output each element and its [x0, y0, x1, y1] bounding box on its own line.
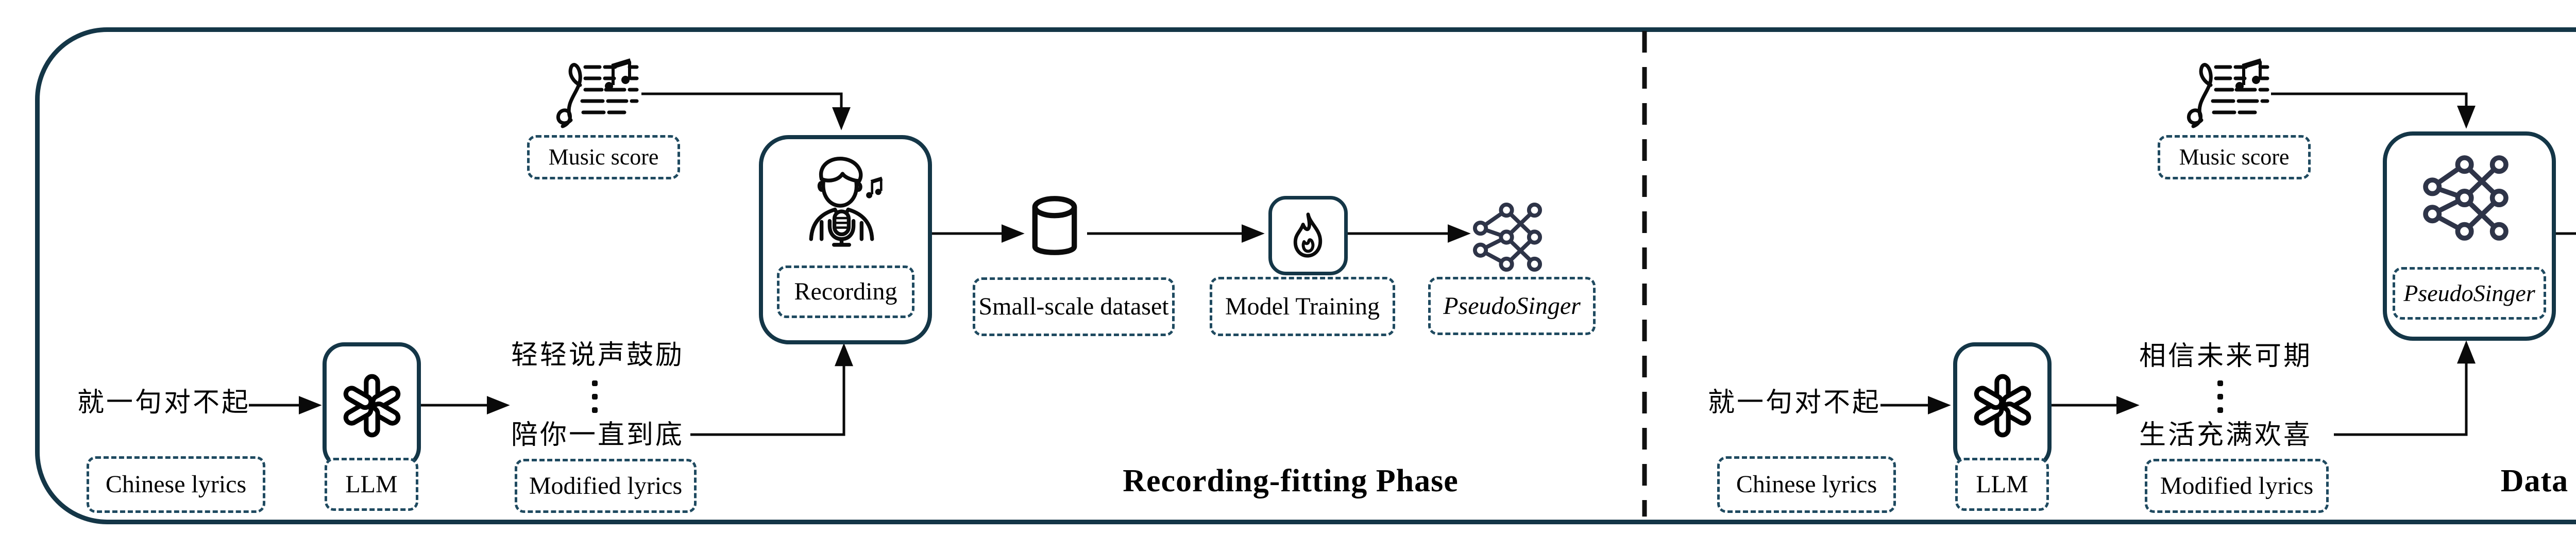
diagram-outer-frame — [35, 27, 2576, 524]
openai-knot-icon — [1966, 369, 2039, 442]
recording-label: Recording — [777, 265, 914, 318]
right-modified-lyrics-line1: 相信未来可期 — [2139, 342, 2312, 371]
right-modified-lyrics-line2: 生活充满欢喜 — [2139, 421, 2312, 450]
left-pseudosinger-label: PseudoSinger — [1428, 277, 1596, 335]
left-modified-lyrics-label: Modified lyrics — [515, 459, 697, 513]
right-modified-lyrics-label: Modified lyrics — [2145, 459, 2329, 513]
flame-icon — [1283, 210, 1333, 261]
left-music-score-label: Music score — [527, 135, 680, 179]
right-llm-node — [1953, 342, 2052, 469]
vertical-ellipsis — [592, 380, 598, 413]
left-llm-label: LLM — [325, 458, 418, 511]
singer-microphone-icon — [794, 145, 889, 254]
left-phase-title: Recording-fitting Phase — [1123, 463, 1459, 499]
left-chinese-lyrics-label: Chinese lyrics — [87, 456, 265, 513]
right-pseudosinger-label: PseudoSinger — [2393, 267, 2546, 320]
database-cylinder-icon — [1028, 195, 1081, 261]
model-training-label: Model Training — [1210, 277, 1395, 336]
left-input-lyrics-text: 就一句对不起 — [77, 388, 250, 418]
vertical-ellipsis — [2217, 380, 2223, 413]
left-modified-lyrics-line1: 轻轻说声鼓励 — [511, 341, 684, 370]
openai-knot-icon — [335, 369, 409, 442]
right-music-score-label: Music score — [2158, 135, 2311, 179]
right-chinese-lyrics-label: Chinese lyrics — [1717, 456, 1896, 513]
right-phase-title: Data Expansion Phase — [2500, 463, 2576, 499]
right-input-lyrics-text: 就一句对不起 — [1707, 388, 1881, 418]
neural-network-icon — [2422, 155, 2509, 241]
small-scale-dataset-label: Small-scale dataset — [973, 277, 1175, 336]
right-llm-label: LLM — [1955, 458, 2049, 511]
left-modified-lyrics-line2: 陪你一直到底 — [511, 421, 684, 450]
musical-score-icon — [2183, 54, 2270, 129]
model-training-node — [1268, 196, 1348, 275]
musical-score-icon — [552, 54, 640, 129]
left-llm-node — [323, 342, 421, 469]
neural-network-icon — [1472, 202, 1543, 272]
